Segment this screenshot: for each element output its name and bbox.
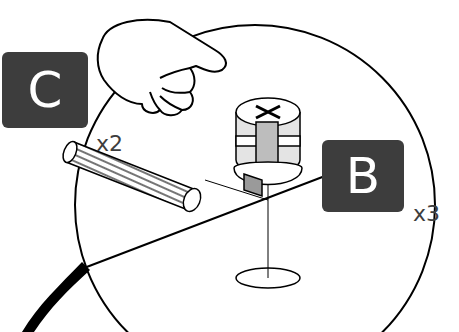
callout-tail [22,262,90,332]
part-letter: C [28,65,63,115]
quantity-label: x2 [96,133,123,155]
dowel [60,140,204,215]
quantity-label: x3 [413,203,440,225]
cam-lock [234,98,302,196]
panel-edge [84,176,325,268]
part-letter-box: B [322,140,404,212]
part-letter: B [346,151,380,201]
part-letter-box: C [2,52,88,128]
guide-line [268,170,269,278]
pointing-hand [98,20,226,116]
